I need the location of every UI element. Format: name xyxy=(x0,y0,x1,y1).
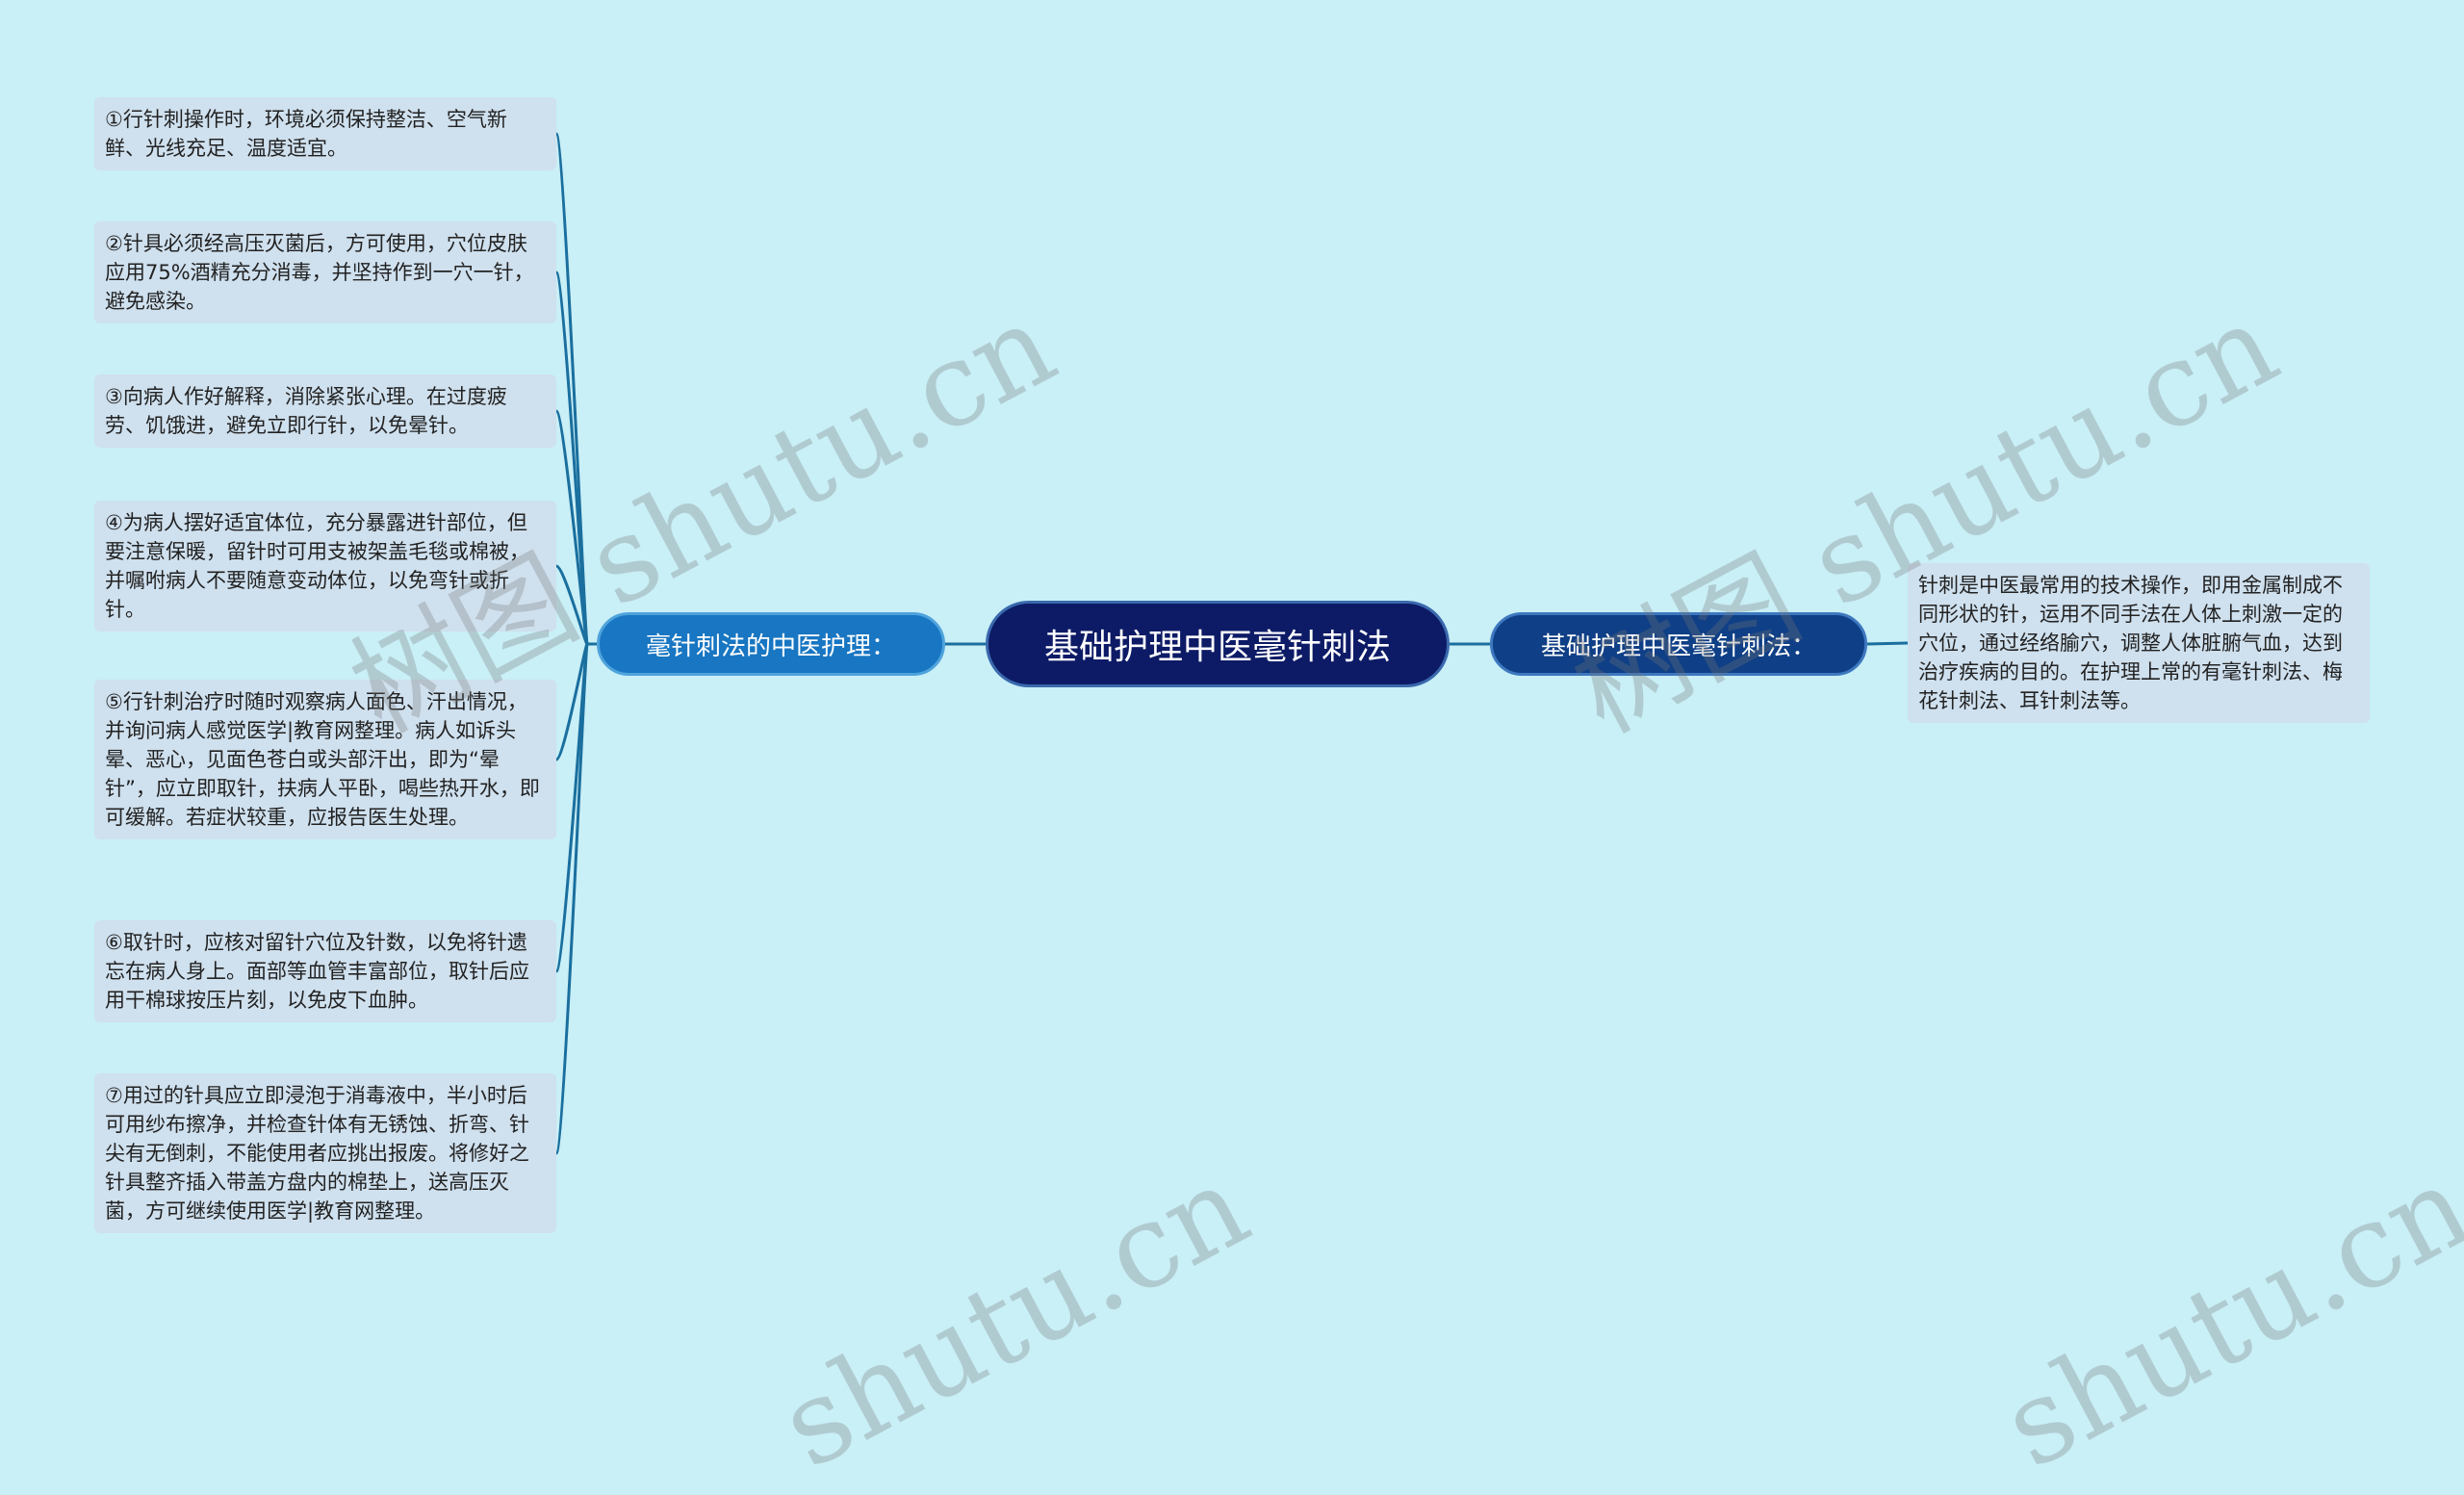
left-branch-node[interactable]: 毫针刺法的中医护理： xyxy=(597,612,945,676)
leaf-node[interactable]: ①行针刺操作时，环境必须保持整洁、空气新鲜、光线充足、温度适宜。 xyxy=(94,97,556,170)
root-label: 基础护理中医毫针刺法 xyxy=(1043,628,1391,667)
leaf-node[interactable]: ⑥取针时，应核对留针穴位及针数，以免将针遗忘在病人身上。面部等血管丰富部位，取针… xyxy=(94,920,556,1022)
left-leaf-connector xyxy=(554,642,597,761)
leaf-node[interactable]: ⑦用过的针具应立即浸泡于消毒液中，半小时后可用纱布擦净，并检查针体有无锈蚀、折弯… xyxy=(94,1073,556,1233)
connector-lines xyxy=(554,132,1909,1155)
leaf-node[interactable]: ②针具必须经高压灭菌后，方可使用，穴位皮肤应用75%酒精充分消毒，并坚持作到一穴… xyxy=(94,221,556,323)
leaf-node[interactable]: 针刺是中医最常用的技术操作，即用金属制成不同形状的针，运用不同手法在人体上刺激一… xyxy=(1908,563,2370,723)
left-leaf-connector xyxy=(554,564,597,646)
mindmap-canvas: ①行针刺操作时，环境必须保持整洁、空气新鲜、光线充足、温度适宜。 ②针具必须经高… xyxy=(94,97,2464,1495)
right-branch-label: 基础护理中医毫针刺法： xyxy=(1540,632,1816,661)
left-leaf-connector xyxy=(554,642,597,1155)
leaf-node[interactable]: ⑤行针刺治疗时随时观察病人面色、汗出情况，并询问病人感觉医学|教育网整理。病人如… xyxy=(94,680,556,839)
right-branch-node[interactable]: 基础护理中医毫针刺法： xyxy=(1490,612,1867,676)
left-branch-label: 毫针刺法的中医护理： xyxy=(645,632,896,661)
leaf-node[interactable]: ④为病人摆好适宜体位，充分暴露进针部位，但要注意保暖，留针时可用支被架盖毛毯或棉… xyxy=(94,501,556,632)
left-leaf-connector xyxy=(554,132,597,646)
right-leaf-connector xyxy=(1866,641,1909,646)
root-node[interactable]: 基础护理中医毫针刺法 xyxy=(986,601,1450,687)
leaf-node[interactable]: ③向病人作好解释，消除紧张心理。在过度疲劳、饥饿进，避免立即行针，以免晕针。 xyxy=(94,374,556,448)
